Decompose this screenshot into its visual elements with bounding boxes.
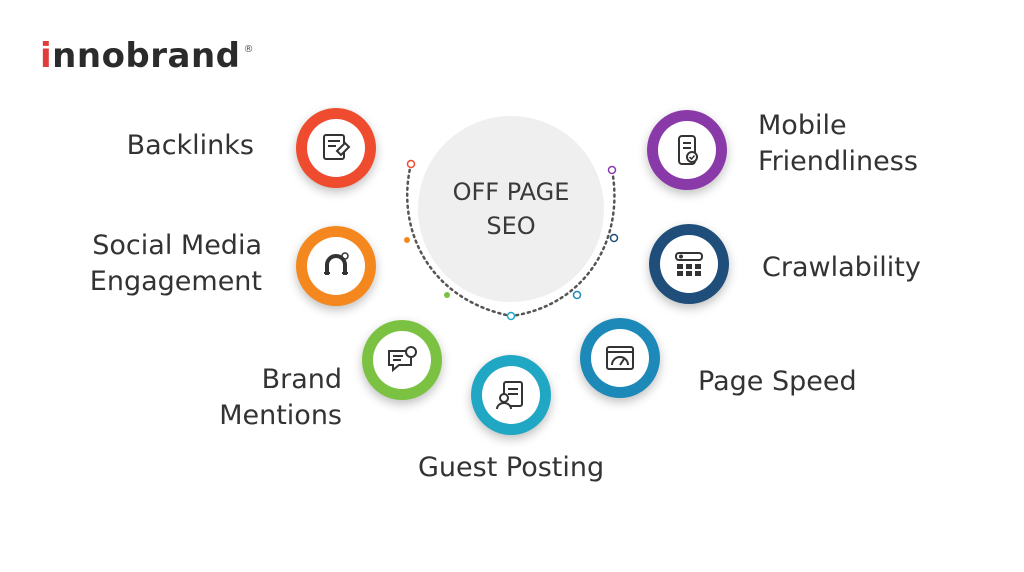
social-media-node [296, 226, 376, 306]
center-circle: OFF PAGE SEO [418, 116, 604, 302]
mobile-icon [678, 135, 698, 165]
crawlability-label: Crawlability [762, 252, 921, 283]
crawlability-node [649, 224, 729, 304]
social-media-label: Social Media Engagement [89, 230, 262, 297]
page-speed-label: Page Speed [698, 366, 857, 397]
backlinks-label: Backlinks [126, 130, 254, 161]
mobile-friendliness-node [647, 110, 727, 190]
magnet-icon [324, 252, 349, 275]
page-speed-node [580, 318, 660, 398]
brand-mentions-node [362, 320, 442, 400]
crawl-grid-icon [675, 252, 703, 276]
brand-mentions-label: Brand Mentions [219, 364, 342, 431]
backlinks-icon [323, 134, 351, 160]
guest-posting-label: Guest Posting [418, 452, 605, 483]
speedometer-icon [606, 346, 634, 370]
guest-posting-node [471, 355, 551, 435]
mention-icon [388, 346, 417, 373]
backlinks-node [296, 108, 376, 188]
center-title-line2: SEO [486, 212, 536, 240]
innobrand-logo: innobrand® [40, 36, 255, 76]
mobile-friendliness-label: Mobile Friendliness [758, 110, 918, 177]
center-title-line1: OFF PAGE [452, 178, 570, 206]
document-icon [496, 381, 523, 410]
